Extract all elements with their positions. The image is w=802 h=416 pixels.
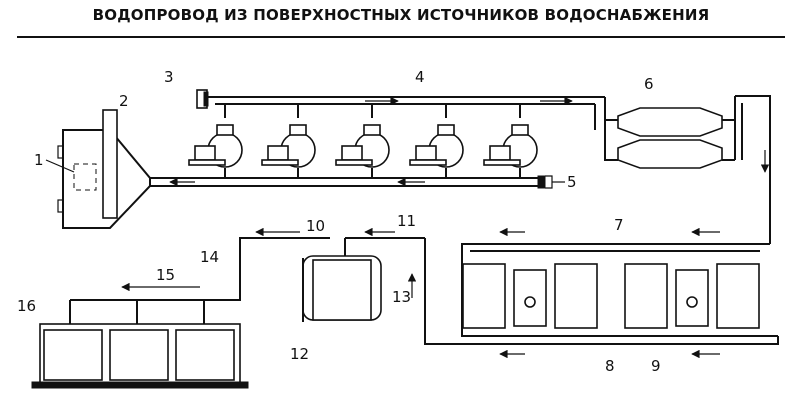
callout-16: 16 [17, 297, 36, 315]
pump-units [188, 104, 538, 178]
pump-unit [335, 104, 390, 178]
settling-tanks [594, 95, 771, 244]
callout-1: 1 [34, 151, 44, 169]
callout-labels: 1 2 3 4 5 6 7 8 9 10 11 12 13 14 15 16 [17, 68, 661, 375]
pump-unit [188, 104, 243, 178]
pump-unit [409, 104, 464, 178]
clean-water-reservoir [70, 227, 425, 322]
callout-6: 6 [644, 75, 654, 93]
pump-unit [483, 104, 538, 178]
title-rule [17, 36, 785, 38]
intake-screen-box [73, 163, 97, 191]
suction-pipes [150, 175, 565, 189]
callout-7: 7 [614, 216, 624, 234]
distribution-network [31, 282, 249, 389]
callout-8: 8 [605, 357, 615, 375]
intake-grating [102, 109, 118, 219]
callout-9: 9 [651, 357, 661, 375]
page-title: ВОДОПРОВОД ИЗ ПОВЕРХНОСТНЫХ ИСТОЧНИКОВ В… [92, 6, 710, 24]
callout-5: 5 [567, 173, 577, 191]
callout-13: 13 [392, 288, 411, 306]
pump-unit [261, 104, 316, 178]
callout-15: 15 [156, 266, 175, 284]
pressure-header [196, 89, 605, 109]
callout-10: 10 [306, 217, 325, 235]
filter-station [424, 227, 779, 359]
water-intake [57, 109, 151, 229]
callout-11: 11 [397, 212, 416, 230]
callout-2: 2 [119, 92, 129, 110]
callout-3: 3 [164, 68, 174, 86]
callout-4: 4 [415, 68, 425, 86]
callout-14: 14 [200, 248, 219, 266]
callout-12: 12 [290, 345, 309, 363]
